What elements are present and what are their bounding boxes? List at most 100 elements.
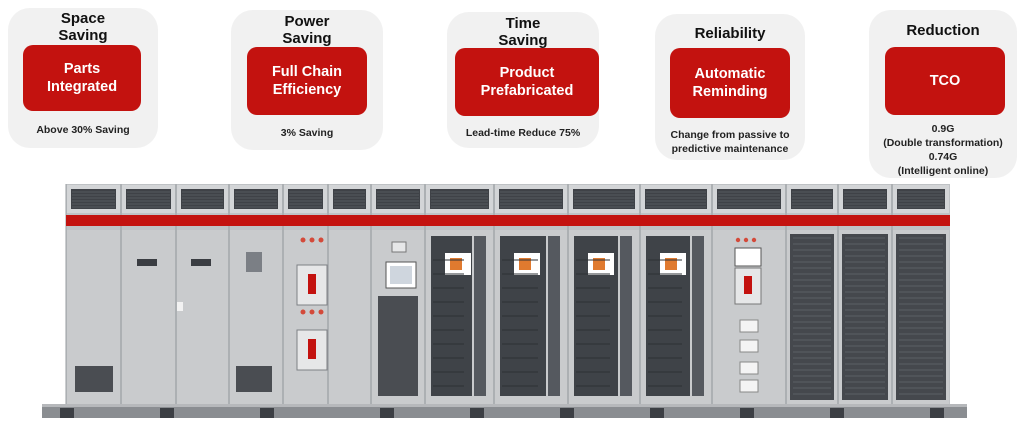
benefit-pill: Product Prefabricated [455, 48, 599, 116]
module-display-icon [450, 258, 462, 270]
card-title: Time Saving [447, 15, 599, 49]
base-foot [650, 408, 664, 418]
control-module [739, 319, 759, 333]
lower-vent [236, 366, 272, 392]
cabinet-door [329, 230, 370, 404]
benefit-note: 0.9G (Double transformation) 0.74G (Inte… [869, 122, 1017, 178]
base-plinth-edge [42, 404, 967, 407]
door-handle [191, 259, 211, 266]
control-module [739, 361, 759, 375]
benefit-note: Change from passive to predictive mainte… [655, 128, 805, 156]
benefit-note: Above 30% Saving [8, 123, 158, 137]
screen-content [390, 266, 412, 284]
card-title: Power Saving [231, 13, 383, 47]
base-foot [160, 408, 174, 418]
base-foot [60, 408, 74, 418]
benefit-card-space: Space Saving Parts Integrated Above 30% … [8, 8, 158, 148]
indicator-light [318, 309, 324, 315]
control-screen [734, 247, 762, 267]
door-handle [137, 259, 157, 266]
indicator-light [309, 309, 315, 315]
pill-line: Product [499, 65, 555, 81]
benefit-card-reduction: Reduction TCO 0.9G (Double transformatio… [869, 10, 1017, 178]
pill-line: TCO [929, 73, 961, 89]
card-title-line: Saving [58, 27, 108, 44]
control-display [246, 252, 262, 272]
cabinet-door [177, 230, 228, 404]
indicator-light [300, 237, 306, 243]
note-line: (Double transformation) [883, 137, 1003, 149]
note-line: 0.74G [928, 151, 958, 163]
module-rack-side [474, 236, 486, 396]
card-title-line: Reduction [906, 22, 980, 39]
benefit-note: Lead-time Reduce 75% [447, 126, 599, 140]
battery-door [790, 234, 834, 400]
card-title-line: Saving [282, 30, 332, 47]
base-foot [260, 408, 274, 418]
note-line: Lead-time Reduce 75% [465, 127, 581, 139]
card-title: Reduction [869, 22, 1017, 39]
module-rack-side [692, 236, 704, 396]
benefit-pill: Automatic Reminding [670, 48, 790, 118]
control-breaker-handle [744, 276, 752, 294]
pill-line: Parts [63, 61, 101, 77]
small-switch [391, 241, 407, 253]
card-title-line: Space [60, 10, 106, 27]
card-title-line: Reliability [694, 25, 766, 42]
breaker-handle [308, 339, 316, 359]
note-line: 0.9G [931, 123, 955, 135]
note-line: predictive maintenance [671, 143, 789, 155]
benefit-pill: TCO [885, 47, 1005, 115]
control-module [739, 339, 759, 353]
pill-line: Full Chain [271, 64, 343, 80]
benefit-pill: Full Chain Efficiency [247, 47, 367, 115]
pill-line: Automatic [694, 66, 766, 82]
door-label [177, 302, 183, 311]
lower-vent [75, 366, 113, 392]
ventilated-door [378, 296, 418, 396]
pill-line: Prefabricated [480, 83, 574, 99]
indicator-light [743, 237, 749, 243]
battery-door [896, 234, 946, 400]
indicator-light [300, 309, 306, 315]
card-title: Space Saving [8, 10, 158, 44]
card-title-line: Time [505, 15, 541, 32]
note-line: Change from passive to [670, 129, 790, 141]
pill-line: Reminding [692, 84, 768, 100]
card-title-line: Saving [498, 32, 548, 49]
module-display-icon [665, 258, 677, 270]
base-foot [930, 408, 944, 418]
card-title-line: Power [284, 13, 330, 30]
card-title: Reliability [655, 25, 805, 42]
base-foot [380, 408, 394, 418]
red-accent-band [66, 215, 950, 226]
benefit-pill: Parts Integrated [23, 45, 141, 111]
breaker-handle [308, 274, 316, 294]
benefit-card-power: Power Saving Full Chain Efficiency 3% Sa… [231, 10, 383, 150]
pill-line: Integrated [46, 79, 118, 95]
note-line: 3% Saving [280, 127, 334, 139]
module-display-icon [593, 258, 605, 270]
indicator-light [318, 237, 324, 243]
indicator-light [309, 237, 315, 243]
base-foot [830, 408, 844, 418]
benefit-note: 3% Saving [231, 126, 383, 140]
indicator-light [735, 237, 741, 243]
pill-line: Efficiency [272, 82, 342, 98]
base-foot [470, 408, 484, 418]
base-foot [560, 408, 574, 418]
benefit-card-time: Time Saving Product Prefabricated Lead-t… [447, 12, 599, 148]
control-module [739, 379, 759, 393]
benefit-card-reliability: Reliability Automatic Reminding Change f… [655, 14, 805, 160]
note-line: (Intelligent online) [897, 165, 989, 177]
cabinet-door [122, 230, 175, 404]
base-foot [740, 408, 754, 418]
cabinet-door [284, 230, 327, 404]
module-rack-side [548, 236, 560, 396]
indicator-light [751, 237, 757, 243]
module-rack-side [620, 236, 632, 396]
module-display-icon [519, 258, 531, 270]
note-line: Above 30% Saving [36, 124, 130, 136]
battery-door [842, 234, 888, 400]
